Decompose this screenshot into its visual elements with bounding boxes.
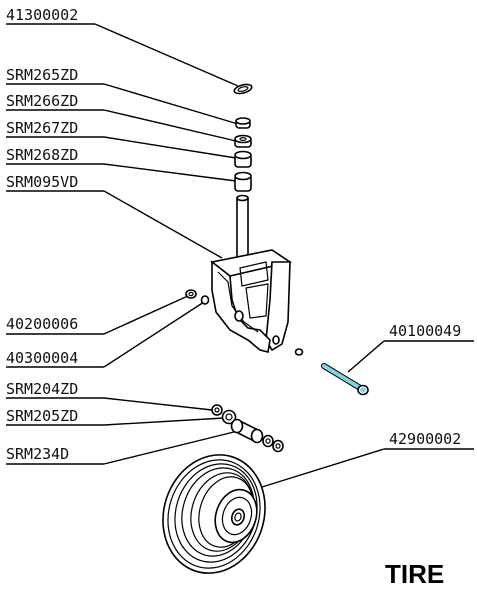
bolt-40200006 [185, 289, 197, 299]
part-label-srm204zd: SRM204ZD [6, 380, 213, 411]
label-40300004: 40300004 [6, 349, 78, 367]
label-srm204zd: SRM204ZD [6, 380, 78, 398]
label-40200006: 40200006 [6, 315, 78, 333]
part-label-40200006: 40200006 [6, 294, 191, 335]
part-label-srm234d: SRM234D [6, 429, 243, 465]
part-label-40100049: 40100049 [347, 322, 474, 373]
label-41300002: 41300002 [6, 6, 78, 24]
diagram-title: TIRE [385, 559, 444, 589]
nut-40300004 [200, 295, 210, 305]
label-srm268zd: SRM268ZD [6, 146, 78, 164]
label-srm095vd: SRM095VD [6, 173, 78, 191]
label-srm267zd: SRM267ZD [6, 119, 78, 137]
part-label-srm265zd: SRM265ZD [6, 66, 239, 125]
clip-part [233, 83, 253, 95]
label-srm234d: SRM234D [6, 445, 69, 463]
washer-stack [234, 117, 252, 192]
part-label-42900002: 42900002 [261, 430, 474, 488]
label-srm205zd: SRM205ZD [6, 407, 78, 425]
part-label-40300004: 40300004 [6, 301, 205, 368]
part-label-srm268zd: SRM268ZD [6, 146, 237, 182]
caster-fork [210, 194, 292, 353]
part-label-41300002: 41300002 [6, 6, 239, 87]
wheel-spacers [211, 404, 284, 453]
part-label-srm267zd: SRM267ZD [6, 119, 237, 159]
label-srm265zd: SRM265ZD [6, 66, 78, 84]
tire-42900002 [162, 454, 266, 574]
part-label-srm095vd: SRM095VD [6, 173, 223, 259]
label-srm266zd: SRM266ZD [6, 92, 78, 110]
part-label-srm205zd: SRM205ZD [6, 407, 225, 426]
axle-nut [294, 348, 304, 356]
axle-pin-40100049 [321, 363, 369, 396]
part-label-srm266zd: SRM266ZD [6, 92, 237, 142]
label-40100049: 40100049 [389, 322, 461, 340]
label-42900002: 42900002 [389, 430, 461, 448]
